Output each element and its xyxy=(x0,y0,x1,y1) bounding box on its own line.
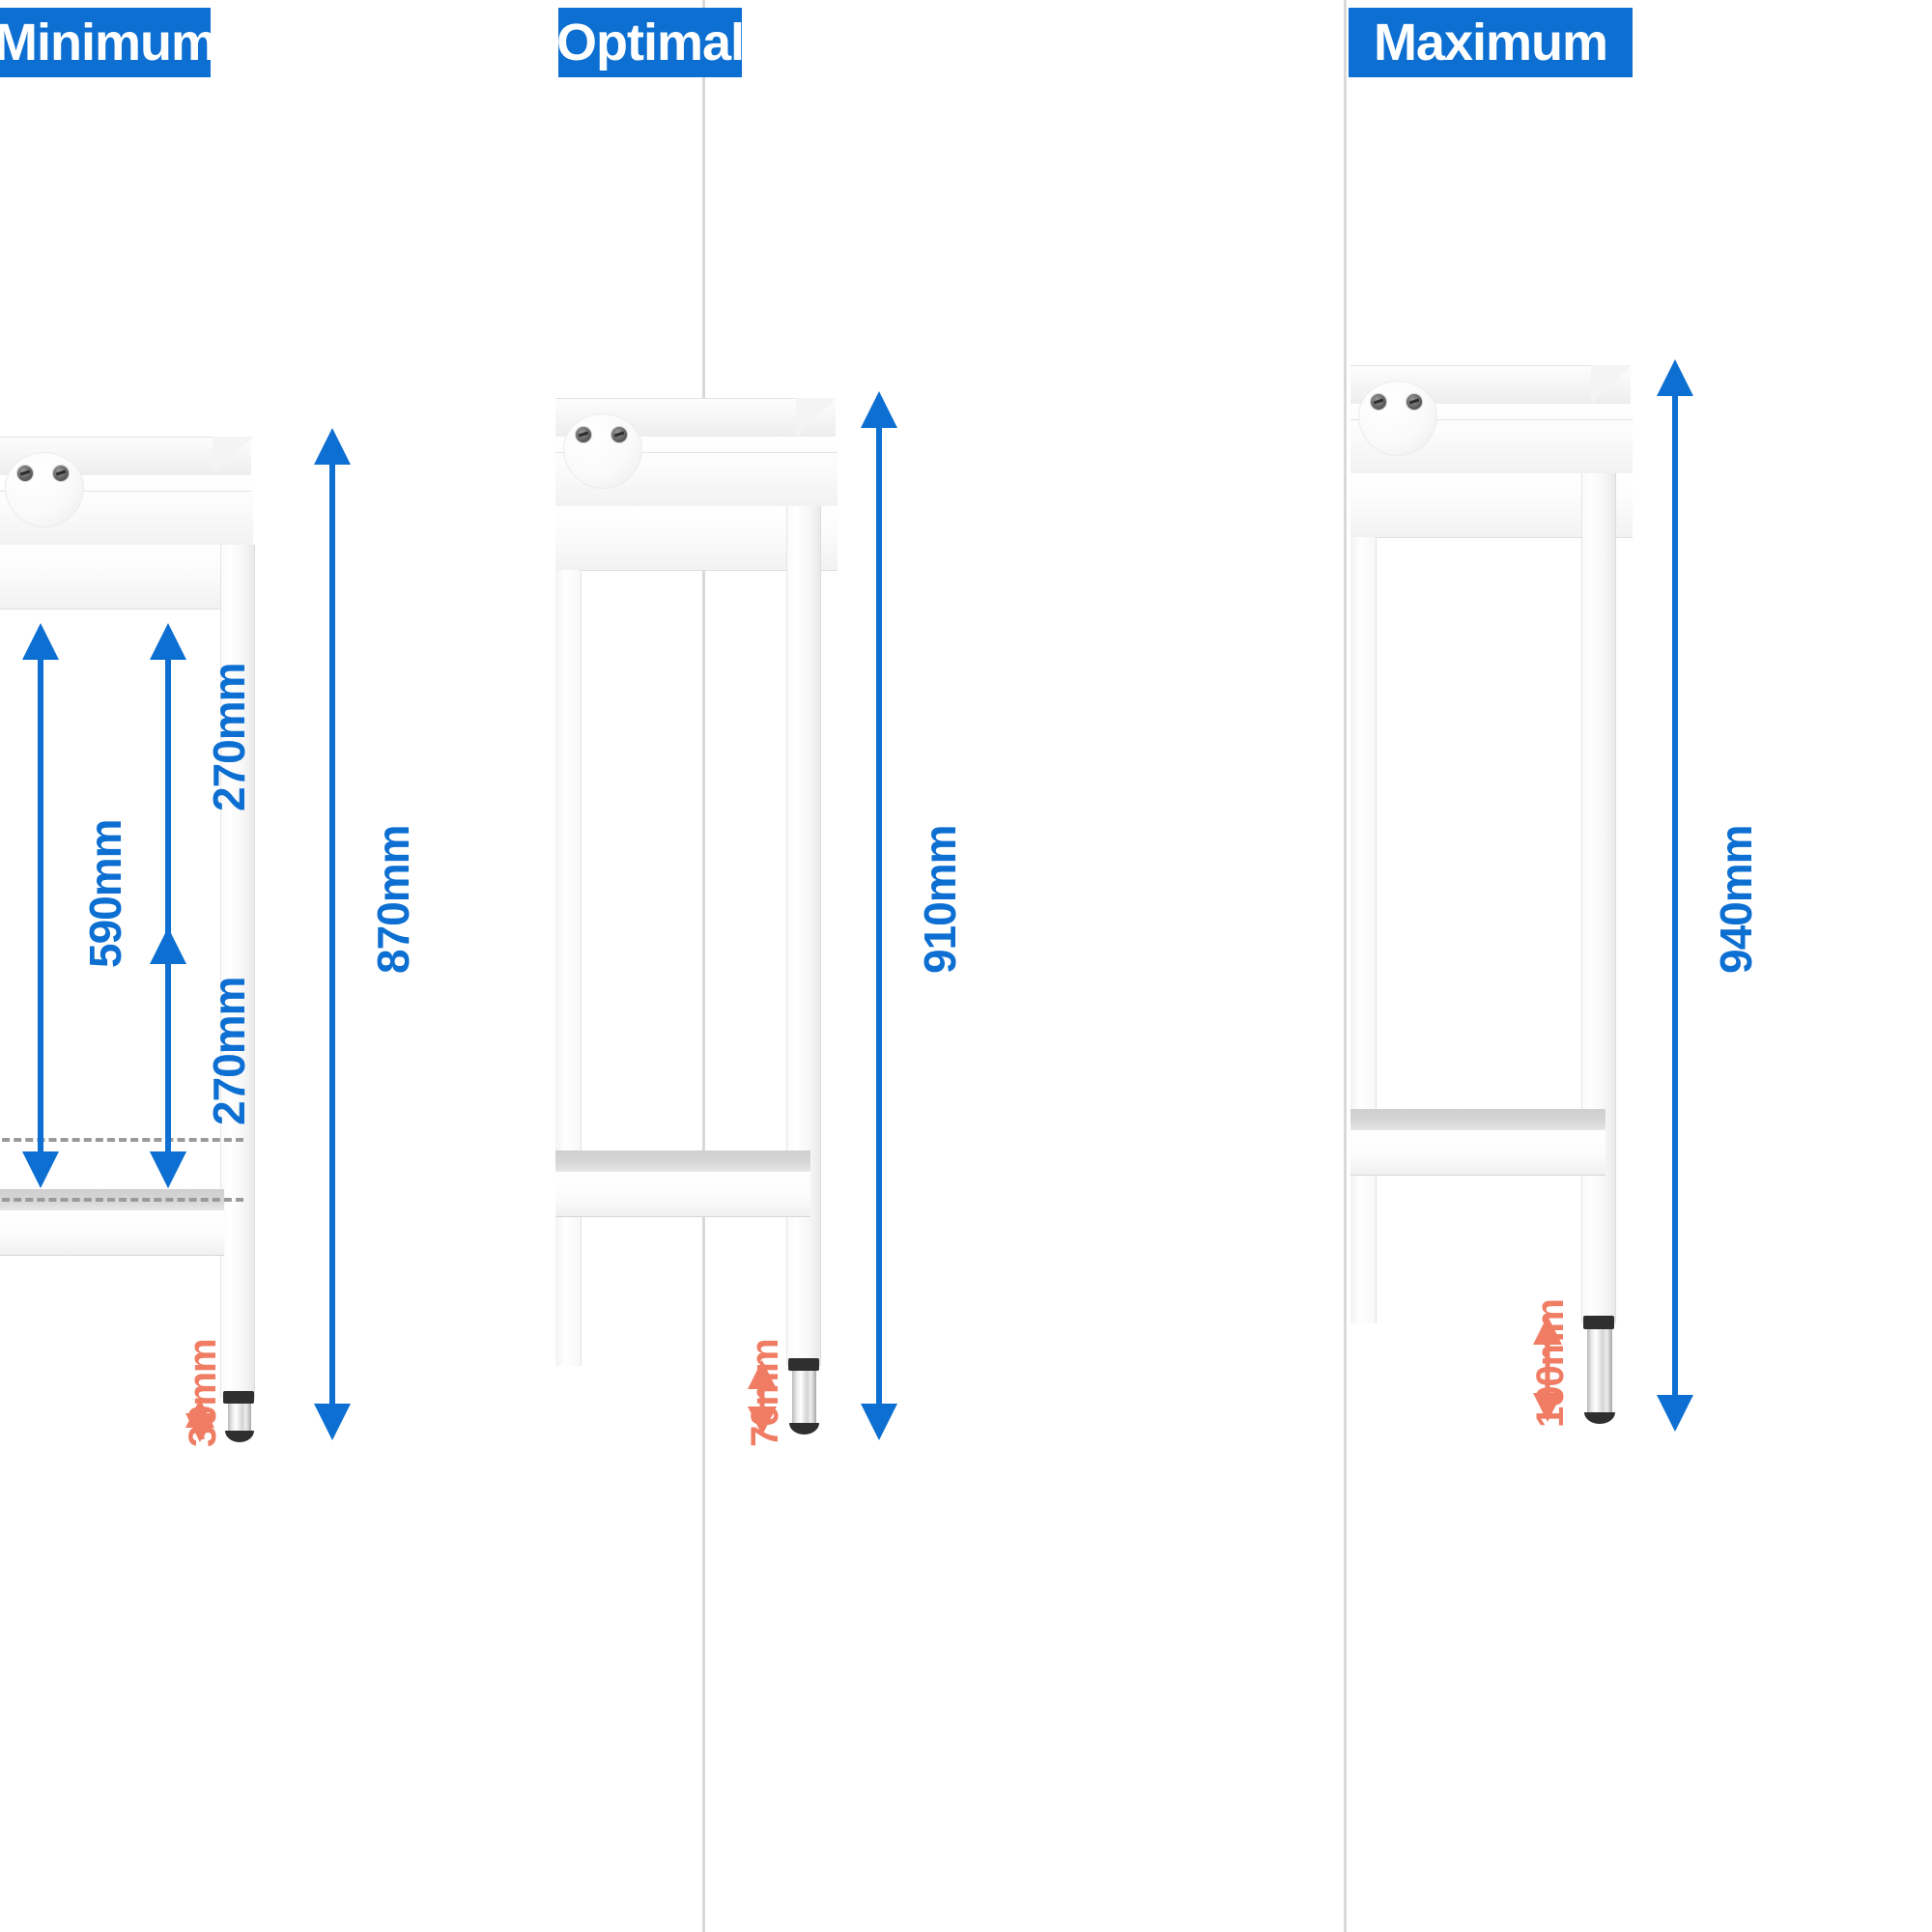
leg-left-max xyxy=(1350,537,1377,1323)
dim-line xyxy=(1545,1341,1550,1397)
bracket-screw-left-opt xyxy=(576,427,591,442)
shelf-max xyxy=(1350,1130,1605,1176)
dimension-label-910mm-opt: 910mm xyxy=(915,825,965,974)
leg-right-max xyxy=(1581,473,1616,1323)
foot-stem-max xyxy=(1587,1329,1612,1416)
dim-line xyxy=(165,652,171,1159)
arrow-down-icon xyxy=(748,1406,777,1435)
tab-minimum-label: Minimum xyxy=(0,14,217,71)
shelf-band-max xyxy=(1350,1109,1605,1130)
shelf-min xyxy=(0,1210,224,1256)
dimension-label-30mm-min: 30mm xyxy=(182,1339,224,1447)
tab-optimal-label: Optimal xyxy=(555,14,745,71)
foot-stem-opt xyxy=(792,1371,816,1427)
bracket-screw-right-max xyxy=(1406,394,1422,410)
shelf-opt xyxy=(555,1172,810,1217)
foot-collar-min xyxy=(223,1391,254,1404)
foot-cap-opt xyxy=(789,1423,819,1435)
mount-bracket-min xyxy=(5,452,84,527)
bracket-screw-right-opt xyxy=(611,427,627,442)
dimension-590mm-min xyxy=(19,623,62,1188)
dimension-940mm-max xyxy=(1654,359,1696,1432)
panel-divider-1 xyxy=(702,0,705,1932)
arrow-down-icon xyxy=(22,1151,59,1188)
worktop-bevel-max xyxy=(1591,365,1632,404)
foot-cap-min xyxy=(225,1431,254,1442)
leg-right-opt xyxy=(786,506,821,1366)
arrow-down-icon xyxy=(185,1413,214,1442)
dimension-70mm-foot-opt xyxy=(746,1360,779,1435)
mount-bracket-opt xyxy=(563,413,642,489)
apron-seam-max xyxy=(1350,419,1633,420)
dimension-870mm-min xyxy=(311,428,354,1440)
dim-line xyxy=(876,420,882,1411)
leg-left-opt xyxy=(555,570,582,1366)
dimension-label-940mm-max: 940mm xyxy=(1711,825,1761,974)
arrow-down-icon xyxy=(150,1151,186,1188)
apron-seam-opt xyxy=(555,452,838,453)
dimension-30mm-foot-min xyxy=(184,1399,216,1442)
arrow-down-icon xyxy=(861,1404,897,1440)
mount-bracket-max xyxy=(1358,381,1437,456)
dim-line xyxy=(38,652,43,1159)
arrow-up-icon xyxy=(1533,1316,1562,1345)
dimension-label-70mm-opt: 70mm xyxy=(744,1339,786,1447)
dimension-label-870mm-min: 870mm xyxy=(368,825,418,974)
foot-cap-max xyxy=(1584,1412,1615,1424)
dimension-910mm-opt xyxy=(858,391,900,1440)
dimension-270mm-lower-min xyxy=(147,927,189,1188)
apron-seam-min xyxy=(0,491,251,492)
dimension-label-270mm-upper-min: 270mm xyxy=(204,663,254,811)
arrow-down-icon xyxy=(314,1404,351,1440)
shelf-band-opt xyxy=(555,1151,810,1172)
dimension-label-270mm-lower-min: 270mm xyxy=(204,977,254,1125)
foot-collar-opt xyxy=(788,1358,819,1371)
dim-line xyxy=(165,956,171,1159)
arrow-up-icon xyxy=(748,1360,777,1389)
worktop-bevel-min xyxy=(213,437,253,475)
dimension-label-100mm-max: 100mm xyxy=(1529,1299,1572,1428)
dimension-100mm-foot-max xyxy=(1531,1316,1564,1422)
tab-optimal[interactable]: Optimal xyxy=(555,8,745,77)
leg-right-min xyxy=(220,545,255,1399)
dim-line xyxy=(759,1385,765,1410)
dim-line xyxy=(1672,388,1678,1403)
panel-divider-2 xyxy=(1344,0,1347,1932)
tab-minimum[interactable]: Minimum xyxy=(0,8,217,77)
arrow-down-icon xyxy=(1533,1393,1562,1422)
tab-maximum[interactable]: Maximum xyxy=(1349,8,1633,77)
bracket-screw-left-max xyxy=(1371,394,1386,410)
dimension-label-590mm-min: 590mm xyxy=(80,819,130,968)
foot-stem-min xyxy=(228,1404,251,1435)
foot-collar-max xyxy=(1583,1316,1614,1329)
dim-line xyxy=(329,457,335,1411)
guide-dash-upper-min xyxy=(0,1138,243,1142)
arrow-down-icon xyxy=(1657,1395,1693,1432)
bracket-screw-right-min xyxy=(53,466,69,481)
guide-dash-lower-min xyxy=(0,1198,243,1202)
tab-maximum-label: Maximum xyxy=(1373,14,1608,71)
frame-rail-min xyxy=(0,545,253,610)
worktop-bevel-opt xyxy=(796,398,837,437)
bracket-screw-left-min xyxy=(17,466,33,481)
